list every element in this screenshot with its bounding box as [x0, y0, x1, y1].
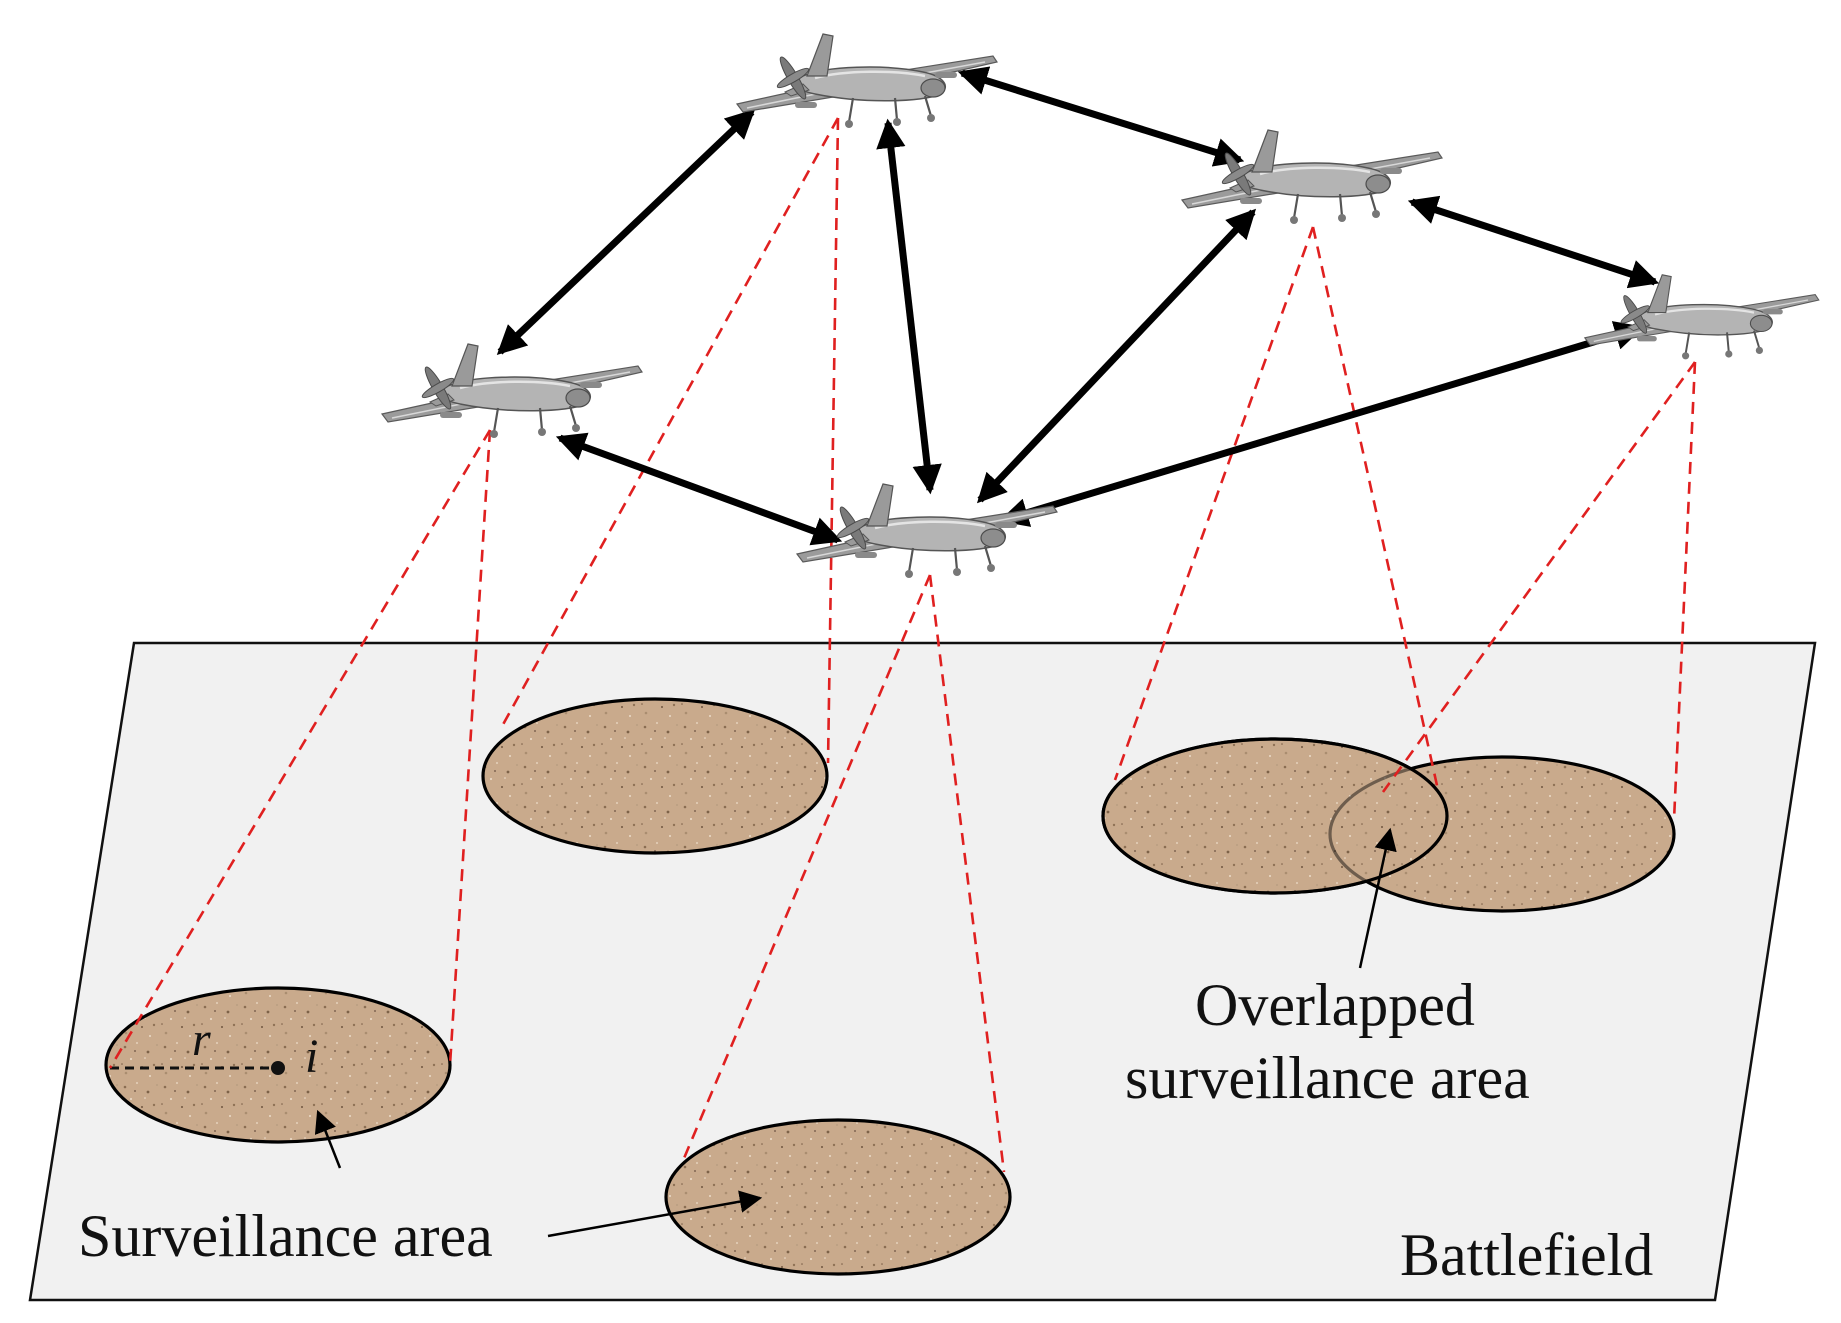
communication-links: [496, 66, 1660, 546]
radius-label: r: [192, 1013, 211, 1066]
drone-4-icon: [795, 482, 1059, 580]
drone-6-icon: [1583, 273, 1820, 361]
surveillance-area-label: Surveillance area: [78, 1203, 493, 1269]
link-drone1-drone4: [876, 118, 942, 495]
overlapped-area-outline: [1101, 737, 1449, 895]
overlapped-label-line2: surveillance area: [1125, 1045, 1530, 1111]
link-drone4-drone6: [998, 321, 1645, 527]
link-drone1-drone2: [496, 108, 756, 356]
overlapped-label-line1: Overlapped: [1195, 972, 1475, 1038]
node-pointer: [314, 1109, 342, 1169]
surveillance-area-pointer: [547, 1190, 763, 1238]
node-center-point: [271, 1061, 285, 1075]
drone-3-icon: [1180, 128, 1444, 226]
link-drone2-drone4: [555, 432, 843, 546]
link-drone1-drone3: [957, 66, 1245, 167]
battlefield-label: Battlefield: [1400, 1222, 1653, 1288]
link-drone3-drone6: [1407, 195, 1660, 289]
drone-2-icon: [380, 342, 644, 440]
surveillance-area-top-left: [481, 697, 829, 855]
surveillance-area-bottom-middle: [664, 1118, 1012, 1276]
node-label: i: [305, 1030, 318, 1083]
drone-1-icon: [735, 32, 999, 130]
overlap-pointer: [1358, 827, 1397, 969]
